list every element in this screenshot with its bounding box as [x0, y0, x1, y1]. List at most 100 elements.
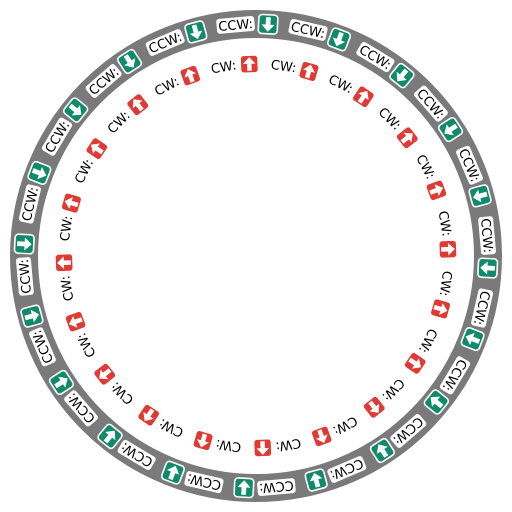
- ccw-label-background: [414, 85, 448, 122]
- arrow-icon: [24, 309, 40, 323]
- ccw-marker: CCW:: [160, 460, 224, 494]
- ccw-label-text: CCW:: [258, 477, 294, 495]
- ccw-label-background: [16, 257, 34, 296]
- arrow-icon: [189, 24, 203, 40]
- cw-label: CW:: [157, 415, 187, 440]
- arrow-icon: [57, 256, 71, 269]
- ccw-badge: [97, 423, 123, 450]
- ccw-badge: [160, 460, 185, 485]
- cw-label: CW:: [378, 375, 407, 404]
- ccw-label-background: [41, 117, 73, 156]
- ccw-badge: [48, 369, 75, 396]
- ccw-label-text: CCW:: [17, 258, 35, 294]
- cw-marker: CW:: [210, 54, 260, 77]
- arrow-icon: [430, 396, 444, 409]
- ccw-badge: [327, 27, 352, 52]
- ccw-label-background: [145, 29, 185, 56]
- cw-badge: [92, 362, 117, 387]
- cw-badge: [136, 403, 161, 428]
- cw-label: CW:: [436, 270, 455, 297]
- arrow-icon: [433, 303, 448, 315]
- cw-marker: CW:: [375, 105, 420, 150]
- ccw-label-background: [117, 439, 156, 471]
- arrow-icon: [376, 444, 389, 458]
- cw-badge: [64, 310, 87, 334]
- ccw-badge: [369, 437, 396, 464]
- ccw-label: CCW:: [477, 216, 496, 255]
- arrow-icon: [197, 433, 209, 448]
- arrow-icon: [368, 400, 380, 413]
- arrow-icon: [99, 368, 112, 380]
- arrow-icon: [237, 480, 251, 495]
- ccw-label-text: CCW:: [477, 218, 495, 254]
- cw-label-text: CW:: [375, 105, 404, 134]
- arrow-icon: [143, 408, 155, 422]
- ccw-label-background: [456, 145, 483, 185]
- cw-label: CW:: [435, 210, 454, 238]
- cw-label-text: CW:: [72, 157, 97, 187]
- cw-label-text: CW:: [326, 72, 356, 97]
- arrow-icon: [444, 123, 458, 136]
- outer-track-ring: [10, 10, 502, 502]
- cw-label: CW:: [270, 58, 297, 77]
- cw-label-text: CW:: [152, 74, 182, 99]
- ccw-marker: CCW:: [216, 13, 279, 35]
- arrow-icon: [243, 57, 256, 71]
- arrow-icon: [256, 441, 269, 455]
- cw-badge: [297, 60, 321, 83]
- cw-label-text: CW:: [58, 274, 77, 302]
- ccw-badge: [20, 304, 44, 328]
- cw-marker: CW:: [429, 270, 455, 321]
- arrow-icon: [132, 99, 144, 112]
- ccw-badge: [116, 48, 143, 75]
- cw-badge: [310, 425, 334, 448]
- ccw-label-background: [184, 471, 224, 494]
- ccw-badge: [184, 20, 208, 44]
- arrow-icon: [408, 357, 422, 369]
- cw-badge: [425, 178, 448, 202]
- cw-badge: [60, 191, 83, 215]
- arrow-icon: [400, 132, 413, 144]
- arrow-icon: [123, 54, 136, 68]
- arrow-icon: [441, 243, 455, 256]
- cw-label: CW:: [330, 412, 360, 437]
- ccw-label: CCW:: [216, 16, 255, 35]
- ccw-marker: CCW:: [13, 233, 35, 296]
- ccw-badge: [468, 184, 492, 208]
- arrow-icon: [64, 197, 79, 209]
- cw-label-text: CW:: [415, 326, 440, 356]
- cw-label: CW:: [274, 435, 302, 454]
- cw-marker: CW:: [310, 412, 360, 448]
- cw-badge: [252, 437, 273, 458]
- arrow-icon: [332, 31, 346, 47]
- ccw-label-background: [18, 184, 41, 224]
- cw-label: CW:: [210, 58, 238, 77]
- ccw-label-background: [327, 456, 367, 483]
- cw-marker: CW:: [92, 362, 137, 407]
- cw-label: CW:: [72, 157, 97, 187]
- ccw-label-background: [390, 414, 427, 448]
- cw-marker: CW:: [252, 435, 302, 458]
- cw-label: CW:: [326, 72, 356, 97]
- arrow-icon: [465, 332, 481, 346]
- arrow-icon: [315, 429, 328, 444]
- ccw-label-background: [64, 390, 98, 427]
- cw-marker: CW:: [136, 403, 186, 440]
- ccw-badge: [389, 62, 415, 89]
- ccw-label-background: [29, 327, 56, 367]
- arrow-icon: [303, 64, 315, 79]
- cw-badge: [403, 351, 428, 376]
- ccw-badge: [62, 97, 89, 123]
- cw-marker: CW:: [191, 429, 242, 454]
- ccw-badge: [304, 468, 328, 492]
- cw-label: CW:: [415, 326, 440, 356]
- ccw-label-background: [257, 478, 296, 496]
- cw-marker: CW:: [152, 64, 202, 100]
- cw-marker: CW:: [412, 152, 448, 202]
- ccw-badge: [437, 116, 464, 143]
- cw-marker: CW:: [403, 326, 440, 376]
- cw-label-text: CW:: [436, 270, 455, 297]
- cw-marker: CW:: [72, 136, 109, 186]
- cw-marker: CW:: [58, 191, 83, 242]
